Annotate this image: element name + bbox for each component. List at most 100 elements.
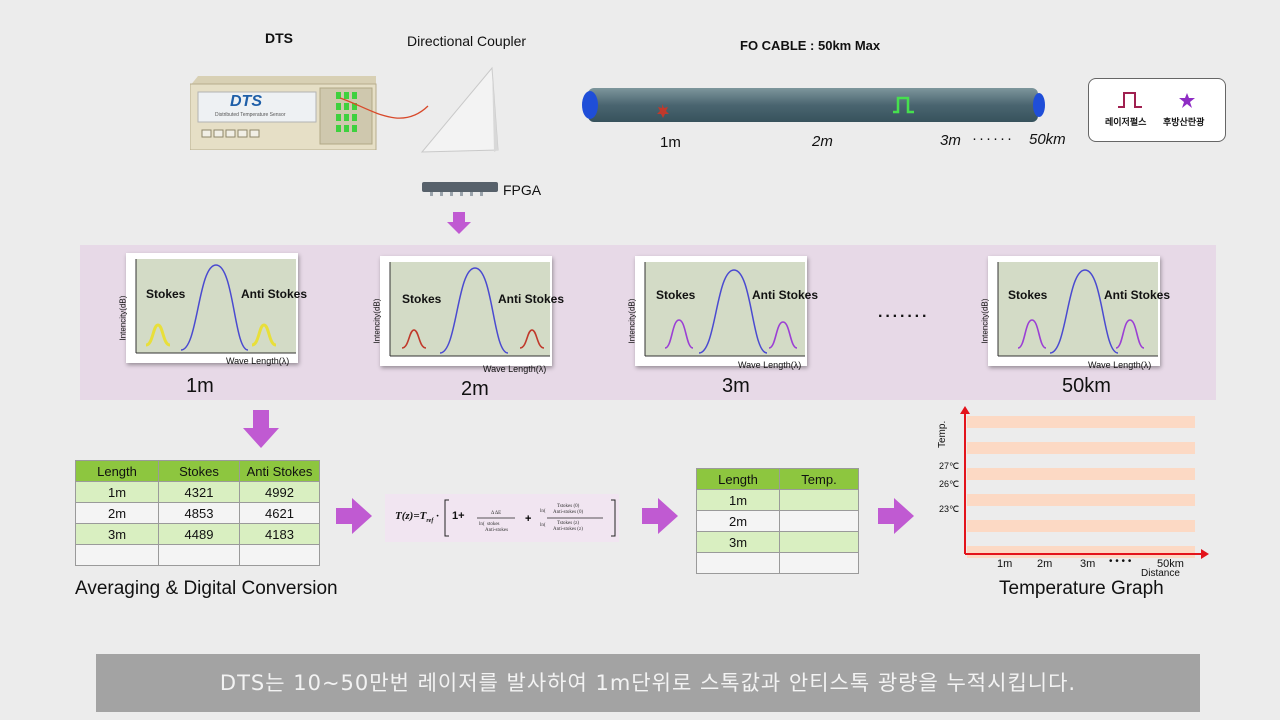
laser-pulse-icon [1118,92,1142,108]
fpga-chip [420,178,500,198]
svg-text:+: + [525,513,531,525]
table-cell: 4183 [239,523,320,545]
distance-label: 2m [461,378,489,400]
spectrum-xlabel: Wave Length(λ) [738,360,802,370]
spectrum-xlabel: Wave Length(λ) [483,364,547,374]
temperature-table: Length Temp. 1m 2m 3m [696,468,859,574]
dts-device [189,76,380,151]
anti-stokes-label: Anti Stokes [241,287,308,301]
legend-backscatter-label: 후방산란광 [1163,118,1205,128]
cable-dots: ······ [972,130,1014,147]
svg-text:Tstokes (0): Tstokes (0) [557,504,580,509]
table-cell [779,489,859,511]
cable-title: FO CABLE : 50km Max [740,38,881,53]
spectra-ellipsis: ······· [878,308,930,325]
coupler-label: Directional Coupler [407,33,527,49]
directional-coupler [420,66,500,156]
table-row [696,552,859,574]
cable-mark-50km: 50km [1029,131,1066,148]
table-header: Anti Stokes [239,460,320,482]
fpga-label: FPGA [503,182,542,198]
x-tick: 1m [997,558,1013,570]
table-cell [779,552,859,574]
table-header: Stokes [158,460,240,482]
averaging-caption: Averaging & Digital Conversion [75,578,338,599]
svg-text:ln(: ln( [540,523,546,528]
table-cell: 4621 [239,502,320,524]
table-cell: 1m [75,481,159,503]
stokes-label: Stokes [1008,288,1048,302]
backscatter-star-icon [1179,93,1195,108]
table-cell: 4853 [158,502,240,524]
arrow-right-icon [336,498,372,534]
anti-stokes-label: Anti Stokes [498,292,565,306]
averaging-table: Length Stokes Anti Stokes 1m 4321 4992 2… [75,460,320,566]
y-tick: 27℃ [939,461,960,471]
table-cell: 4321 [158,481,240,503]
svg-text:Tstokes (z): Tstokes (z) [557,521,579,526]
x-dots: • • • • [1109,556,1132,567]
stokes-label: Stokes [402,292,442,306]
spectrum-ylabel: Intencity(dB) [372,298,382,344]
cable-mark-3m: 3m [940,132,961,149]
spectrum-ylabel: Intencity(dB) [118,295,128,341]
table-cell [75,544,159,566]
spectrum-panel-50km: Intencity(dB) Stokes Anti Stokes Wave Le… [981,256,1170,370]
svg-text:ln(: ln( [479,522,485,527]
table-cell: 4489 [158,523,240,545]
dts-label: DTS [265,30,293,46]
temperature-graph: Temp. 27℃ 26℃ 23℃ 1m 2m 3m • • • • 50km … [935,406,1215,606]
table-cell [239,544,320,566]
laser-pulse-icon [893,96,914,114]
spectrum-xlabel: Wave Length(λ) [1088,360,1152,370]
subtitle-text: DTS는 10~50만번 레이저를 발사하여 1m단위로 스톡값과 안티스톡 광… [219,671,1077,695]
spectrum-panel-1m: Intencity(dB) Stokes Anti Stokes Wave Le… [119,253,307,366]
cable-mark-2m: 2m [812,133,833,150]
spectrum-panel-3m: Intencity(dB) Stokes Anti Stokes Wave Le… [628,256,818,370]
table-cell [696,552,780,574]
table-cell [779,531,859,553]
arrow-down-icon [447,212,471,234]
distance-label: 3m [722,375,750,397]
table-cell: 3m [696,531,780,553]
table-cell [158,544,240,566]
graph-ylabel: Temp. [937,420,948,448]
x-tick: 50km [1157,558,1184,570]
spectrum-ylabel: Intencity(dB) [627,298,637,344]
stokes-label: Stokes [656,288,696,302]
anti-stokes-label: Anti Stokes [752,288,819,302]
x-tick: 2m [1037,558,1053,570]
svg-text:stokes: stokes [487,522,500,527]
svg-text:ln(: ln( [540,509,546,514]
spectrum-panel-2m: Intencity(dB) Stokes Anti Stokes Wave Le… [373,256,564,374]
dts-screen-subtitle: Distributed Temperature Sensor [215,112,286,118]
svg-text:Δ ΔE: Δ ΔE [491,511,501,516]
table-cell: 3m [75,523,159,545]
formula-box: Δ ΔE ln(stokes Anti-stokes Tstokes (0) A… [385,494,619,542]
table-cell: 2m [75,502,159,524]
table-row [75,544,320,566]
dts-screen-title: DTS [230,93,262,110]
table-header: Length [75,460,159,482]
backscatter-star-icon [657,104,669,118]
cable-mark-1m: 1m [660,134,681,151]
table-header: Length [696,468,780,490]
table-row: 1m [696,489,859,511]
table-header: Temp. [779,468,859,490]
temperature-graph-caption: Temperature Graph [999,578,1164,599]
arrow-right-icon [878,498,914,534]
formula-one-plus: 1+ [452,510,465,522]
formula-lhs: T(z)=Tref · [395,510,439,525]
y-tick: 26℃ [939,479,960,489]
table-cell: 4992 [239,481,320,503]
table-row: 2m 4853 4621 [75,502,320,524]
subtitle-bar [96,654,1200,712]
graph-xlabel: Distance [1141,568,1180,579]
distance-label: 50km [1062,375,1111,397]
table-cell: 1m [696,489,780,511]
fo-cable [578,82,1048,128]
y-tick: 23℃ [939,504,960,514]
x-tick: 3m [1080,558,1096,570]
arrow-down-icon [243,410,279,448]
fiber-patch-cord [339,97,429,119]
